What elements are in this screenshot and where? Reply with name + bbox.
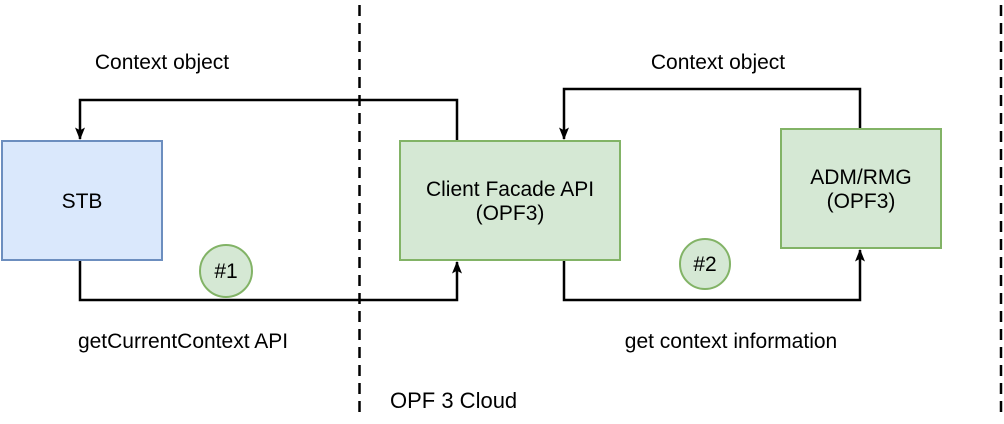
edge-getcurrentcontext-to-facade	[78, 260, 462, 302]
step2-badge	[679, 238, 731, 290]
edge-get-context-info-to-adm	[562, 249, 865, 302]
client-facade-api-label-line1: Client Facade API	[426, 178, 594, 201]
adm-rmg-node	[780, 128, 942, 249]
stb-node	[1, 140, 163, 261]
step1-badge	[199, 244, 253, 298]
edge-context-object-to-stb	[75, 98, 459, 141]
client-facade-api-label-line2: (OPF3)	[476, 202, 545, 225]
get-context-information-label: get context information	[625, 330, 837, 353]
context-object-right-label: Context object	[651, 51, 785, 74]
context-object-left-label: Context object	[95, 51, 229, 74]
stb-node-label: STB	[62, 190, 103, 213]
step2-badge-label: #2	[693, 253, 716, 276]
opf3-cloud-region-label: OPF 3 Cloud	[390, 388, 517, 413]
edge-context-object-to-facade	[559, 87, 862, 140]
client-facade-api-node	[399, 140, 621, 261]
step1-badge-label: #1	[214, 260, 237, 283]
adm-rmg-label-line2: (OPF3)	[827, 190, 896, 213]
adm-rmg-label-line1: ADM/RMG	[810, 166, 912, 189]
getcurrentcontext-api-label: getCurrentContext API	[78, 330, 288, 353]
